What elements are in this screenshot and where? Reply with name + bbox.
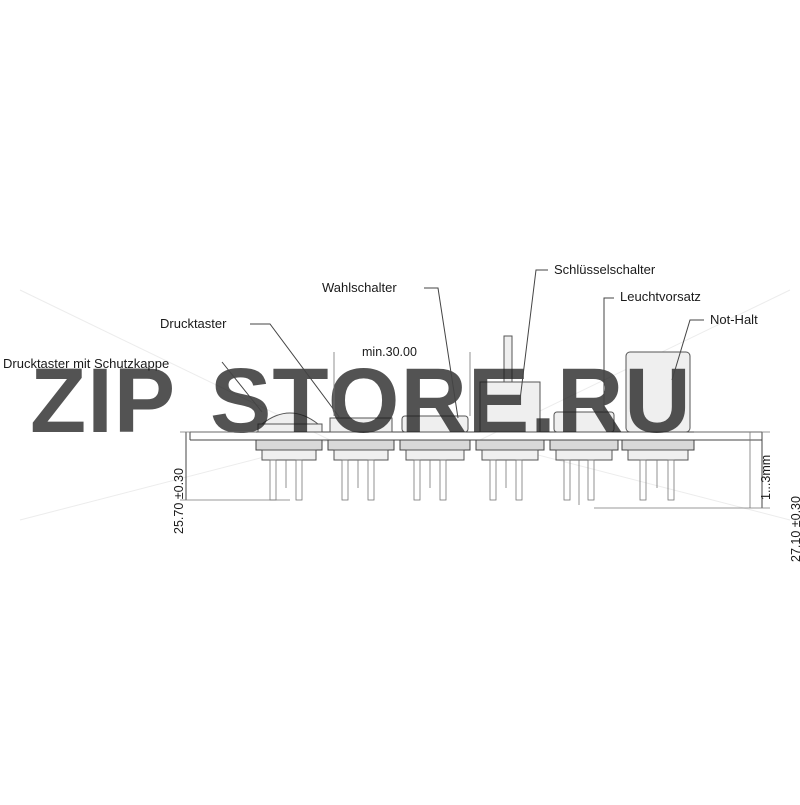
watermark-zip: ZIP xyxy=(30,350,176,452)
label-wahlschalter: Wahlschalter xyxy=(322,280,397,295)
key-switch xyxy=(475,335,545,501)
watermark-store: STORE.RU xyxy=(210,350,692,452)
dim-spacing: min.30.00 xyxy=(362,345,417,359)
label-drucktaster: Drucktaster xyxy=(160,316,227,331)
spacing-dimension xyxy=(333,352,471,416)
label-schluesselschalter: Schlüsselschalter xyxy=(554,262,656,277)
dim-right-height: 27.10 ±0.30 xyxy=(789,496,800,562)
leader-lines xyxy=(221,269,704,419)
watermark: ZIP STORE.RU xyxy=(30,350,692,452)
dim-left-height: 25.70 ±0.30 xyxy=(172,468,186,534)
right-height-dimension xyxy=(594,431,770,509)
selector-switch xyxy=(399,415,471,501)
pilot-light xyxy=(549,411,619,505)
pushbutton-with-cap xyxy=(255,412,323,501)
dim-panel-thickness: 1...3mm xyxy=(759,455,773,500)
label-drucktaster-schutzkappe: Drucktaster mit Schutzkappe xyxy=(3,356,169,371)
left-height-dimension xyxy=(180,431,290,501)
label-leuchtvorsatz: Leuchtvorsatz xyxy=(620,289,701,304)
pushbutton xyxy=(327,417,395,501)
label-not-halt: Not-Halt xyxy=(710,312,758,327)
